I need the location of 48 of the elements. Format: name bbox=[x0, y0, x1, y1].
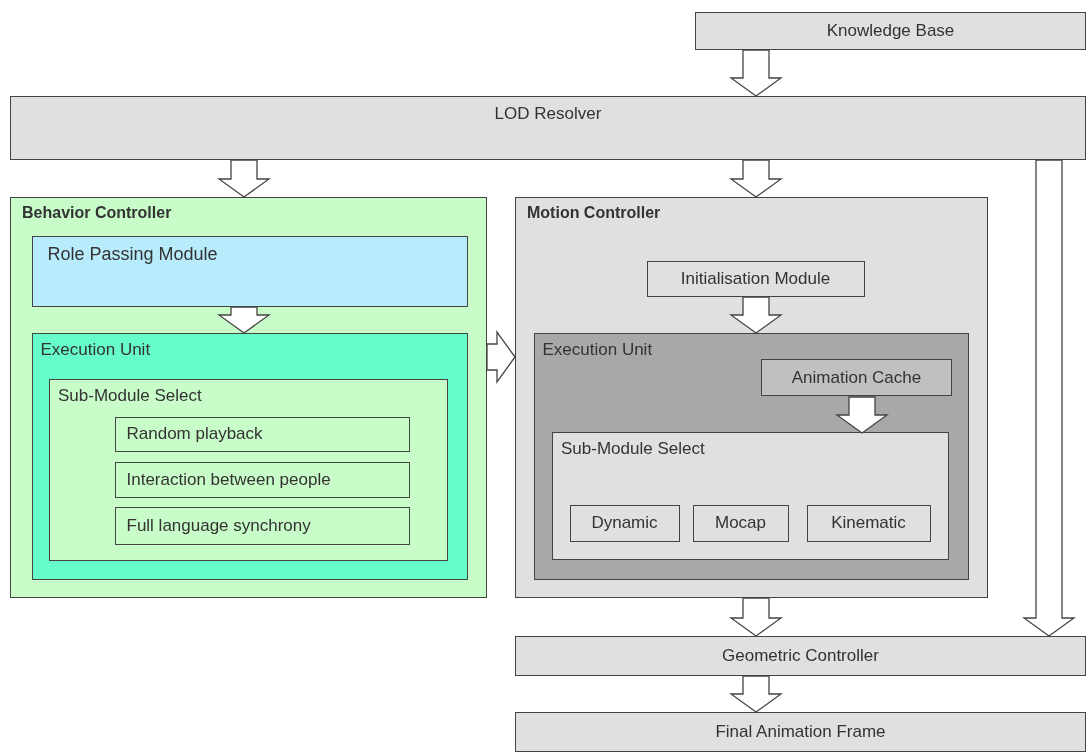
process-box bbox=[761, 359, 952, 396]
container-box bbox=[533, 332, 969, 580]
box-label: Random playback bbox=[126, 424, 263, 444]
box-label: Knowledge Base bbox=[825, 21, 956, 41]
module-box bbox=[31, 235, 468, 307]
block-arrow bbox=[217, 306, 271, 334]
container-title: Motion Controller bbox=[527, 204, 661, 222]
box-label: Sub-Module Select bbox=[561, 439, 705, 459]
option-box bbox=[114, 461, 410, 498]
container-box bbox=[10, 197, 487, 598]
box-label: Kinematic bbox=[830, 513, 907, 533]
block-arrow bbox=[1022, 159, 1076, 637]
box-label: Full language synchrony bbox=[126, 515, 311, 536]
block-arrow bbox=[729, 675, 783, 713]
process-box bbox=[806, 504, 931, 542]
box-label: Initialisation Module bbox=[679, 268, 832, 289]
box-label: Animation Cache bbox=[790, 367, 923, 388]
box-label: Interaction between people bbox=[126, 469, 331, 490]
block-arrow bbox=[729, 159, 783, 198]
box-label: Execution Unit bbox=[40, 339, 151, 360]
option-box bbox=[114, 506, 410, 545]
process-box bbox=[695, 12, 1086, 50]
block-arrow bbox=[729, 597, 783, 637]
block-arrow bbox=[217, 159, 271, 198]
process-box bbox=[646, 260, 865, 297]
box-label: Geometric Controller bbox=[721, 646, 880, 666]
box-label: Dynamic bbox=[590, 513, 659, 533]
process-box bbox=[569, 504, 680, 542]
process-box bbox=[515, 712, 1086, 752]
container-title: Behavior Controller bbox=[22, 204, 172, 222]
box-label: Role Passing Module bbox=[47, 243, 218, 265]
block-arrow bbox=[486, 330, 516, 384]
box-label: Mocap bbox=[714, 513, 767, 533]
box-label: Execution Unit bbox=[542, 339, 653, 360]
container-box bbox=[515, 197, 988, 598]
container-box bbox=[31, 332, 468, 580]
box-label: Sub-Module Select bbox=[58, 386, 202, 406]
process-box bbox=[515, 636, 1086, 676]
box-label: LOD Resolver bbox=[493, 104, 603, 124]
box-label: Final Animation Frame bbox=[714, 722, 887, 742]
process-band bbox=[10, 96, 1086, 160]
container-box bbox=[552, 432, 949, 560]
container-box bbox=[49, 379, 448, 561]
option-box bbox=[114, 416, 410, 452]
block-arrow bbox=[729, 49, 783, 97]
block-arrow bbox=[835, 396, 889, 434]
block-arrow bbox=[729, 296, 783, 334]
process-box bbox=[692, 504, 789, 542]
